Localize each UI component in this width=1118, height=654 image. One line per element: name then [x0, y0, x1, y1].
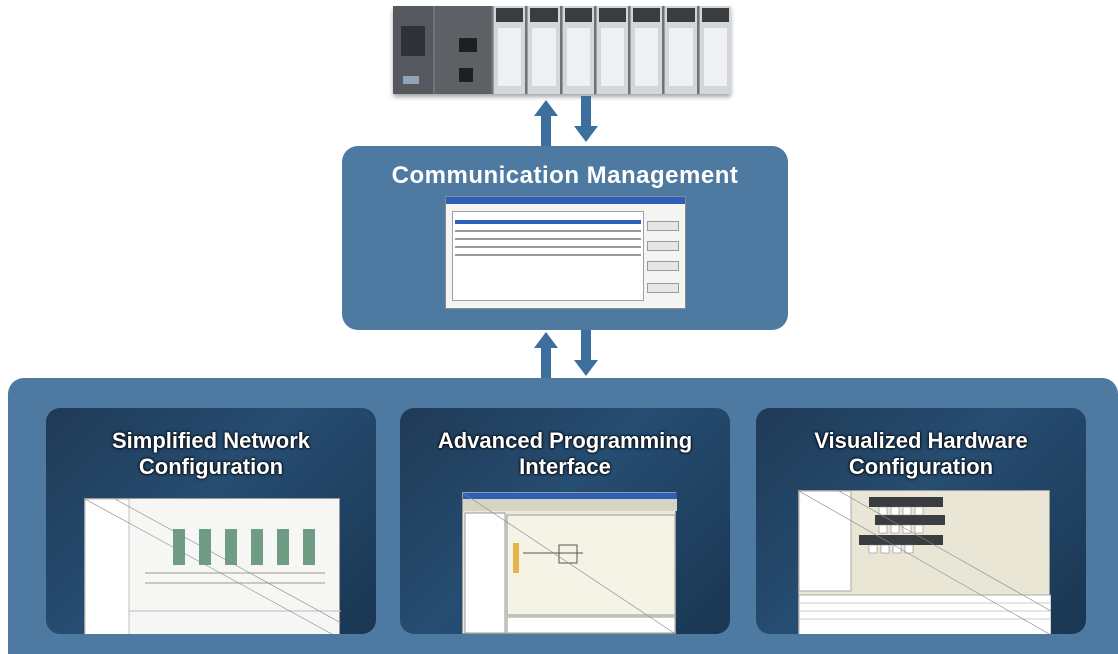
panel-hardware-configuration: Visualized Hardware Configuration: [756, 408, 1086, 634]
hardware-config-screenshot: [798, 490, 1051, 634]
display-panel: [401, 26, 425, 56]
window-titlebar: [446, 197, 685, 204]
io-module: [630, 6, 663, 94]
panel-title-line2: Configuration: [848, 454, 994, 479]
communication-management-box: Communication Management: [342, 146, 788, 330]
bidirectional-arrows-top: [534, 96, 598, 148]
serial-port-icon: [459, 68, 473, 82]
dialog-button: [647, 221, 679, 231]
down-arrow-icon: [574, 330, 598, 376]
plc-hardware-image: [393, 6, 731, 94]
panel-title-line2: Interface: [519, 454, 611, 479]
dialog-button: [647, 283, 679, 293]
io-module: [527, 6, 560, 94]
ethernet-port-icon: [459, 38, 477, 52]
io-module: [698, 6, 731, 94]
panel-network-configuration: Simplified Network Configuration: [46, 408, 376, 634]
io-module: [595, 6, 629, 94]
panel-title-line1: Visualized Hardware: [814, 428, 1028, 453]
panel-title-line1: Simplified Network: [111, 428, 311, 453]
up-arrow-icon: [534, 332, 558, 380]
io-module: [561, 6, 594, 94]
io-module: [664, 6, 697, 94]
io-modules: [493, 6, 731, 94]
cpu-module: [435, 6, 491, 94]
down-arrow-icon: [574, 96, 598, 142]
io-module: [493, 6, 526, 94]
communication-screenshot: [445, 196, 686, 309]
bidirectional-arrows-bottom: [534, 330, 598, 380]
network-config-screenshot: [84, 498, 341, 634]
panel-programming-interface: Advanced Programming Interface: [400, 408, 730, 634]
panel-title-line2: Configuration: [138, 454, 284, 479]
power-module: [393, 6, 433, 94]
up-arrow-icon: [534, 100, 558, 148]
software-features-box: Simplified Network Configuration Advance…: [8, 378, 1118, 654]
programming-screenshot: [462, 492, 677, 634]
communication-title: Communication Management: [391, 162, 739, 189]
panel-title-line1: Advanced Programming: [437, 428, 693, 453]
dialog-button: [647, 241, 679, 251]
brand-logo: [403, 76, 419, 84]
dialog-button: [647, 261, 679, 271]
connection-list: [452, 211, 644, 301]
